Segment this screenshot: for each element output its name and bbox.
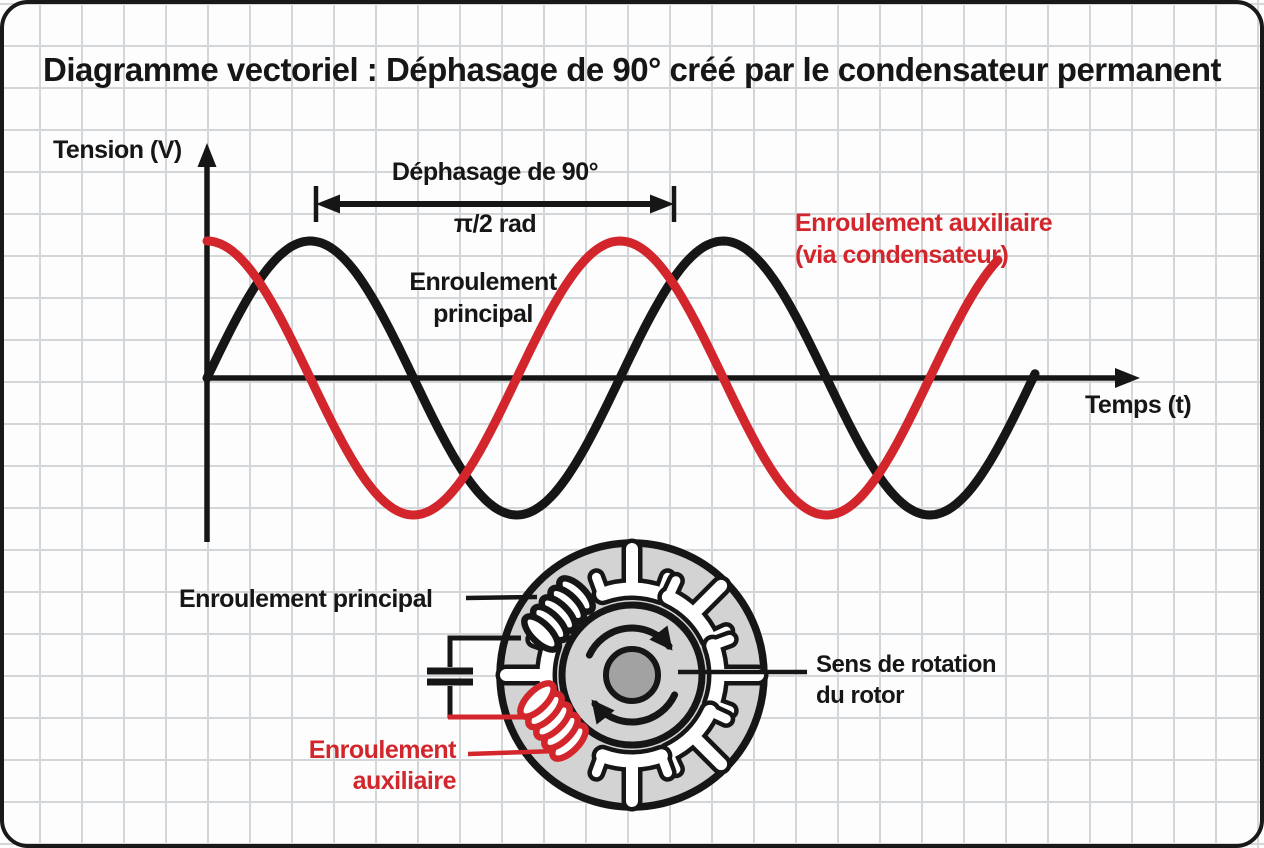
rotor-shaft (603, 646, 661, 704)
rotation-arrow-top-icon (585, 624, 673, 659)
coil-loop-icon (517, 680, 557, 720)
phase-right-arrowhead-icon (650, 194, 674, 214)
aux-winding-pointer-line (467, 748, 558, 757)
aux-wave-label: Enroulement auxiliaire (via condensateur… (795, 209, 1053, 269)
x-axis-label: Temps (t) (1085, 391, 1192, 419)
phase-shift-radians-label: π/2 rad (453, 210, 537, 238)
diagram-title: Diagramme vectoriel : Déphasage de 90° c… (42, 51, 1222, 88)
motor-cross-section (495, 538, 769, 812)
x-axis-arrowhead-icon (1115, 368, 1140, 388)
phase-shift-arrow (313, 186, 677, 222)
main-winding-pointer-line (465, 594, 538, 601)
waveforms (202, 236, 1040, 520)
capacitor-top-wire (447, 635, 521, 667)
rotor-rotation-label: Sens de rotation du rotor (816, 651, 997, 709)
main-winding-wave (202, 236, 1040, 520)
capacitor-circuit (427, 594, 807, 757)
main-wave-label: Enroulement principal (409, 268, 557, 328)
coil-loop-icon (521, 613, 561, 653)
y-axis-arrowhead-icon (197, 143, 217, 167)
motor-aux-winding-label: Enroulement auxiliaire (308, 736, 457, 795)
aux-winding-coil (517, 680, 589, 762)
axes (197, 143, 1140, 542)
main-winding-coil (521, 575, 596, 653)
motor-main-winding-label: Enroulement principal (179, 585, 433, 613)
phase-left-arrowhead-icon (316, 194, 340, 214)
aux-winding-wave (202, 236, 1003, 520)
y-axis-label: Tension (V) (53, 136, 182, 164)
stator-slot (587, 744, 677, 812)
rotation-arrow-bottom-icon (591, 691, 679, 726)
phase-shift-label: Déphasage de 90° (391, 158, 599, 186)
